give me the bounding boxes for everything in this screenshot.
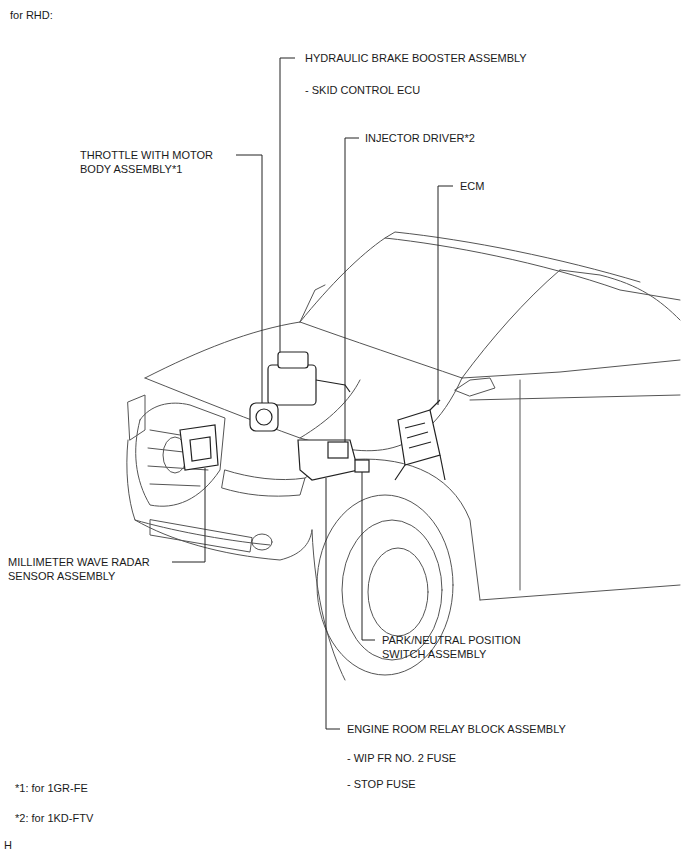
- component-drawings: [180, 352, 445, 480]
- leader-line: [172, 468, 205, 562]
- leader-line: [236, 155, 262, 403]
- booster-reservoir: [278, 352, 308, 368]
- ecm-harness: [395, 400, 445, 480]
- part-name: MILLIMETER WAVE RADAR SENSOR ASSEMBLY: [8, 555, 170, 583]
- part-name: ENGINE ROOM RELAY BLOCK ASSEMBLY: [347, 722, 566, 736]
- part-name: ECM: [460, 179, 484, 193]
- leader-line: [438, 186, 453, 405]
- car-outline: [127, 232, 680, 680]
- injector-driver: [328, 442, 348, 458]
- part-name: THROTTLE WITH MOTOR BODY ASSEMBLY*1: [80, 148, 230, 176]
- brake-booster: [268, 365, 316, 405]
- park-neutral-switch: [355, 460, 369, 472]
- radar-sensor: [180, 425, 218, 470]
- part-name: INJECTOR DRIVER*2: [365, 131, 475, 145]
- part-name: HYDRAULIC BRAKE BOOSTER ASSEMBLY: [305, 51, 527, 65]
- relay-block: [298, 440, 358, 480]
- throttle-body: [250, 403, 278, 431]
- ecm-connectors: [405, 423, 431, 448]
- figure-code: H: [4, 838, 12, 852]
- sub-part-name: - SKID CONTROL ECU: [305, 83, 420, 97]
- leader-lines: [172, 58, 453, 729]
- leader-line: [326, 478, 340, 729]
- view-title: for RHD:: [10, 8, 53, 22]
- leader-line: [280, 58, 295, 352]
- leader-line: [345, 138, 359, 442]
- part-name: PARK/NEUTRAL POSITION SWITCH ASSEMBLY: [382, 633, 544, 661]
- leader-line: [362, 472, 375, 640]
- throttle-bore: [256, 409, 272, 425]
- footnote: *1: for 1GR-FE: [15, 781, 88, 795]
- sub-part-name: - WIP FR NO. 2 FUSE: [347, 751, 456, 765]
- ecm-body: [398, 410, 440, 465]
- footnote: *2: for 1KD-FTV: [15, 811, 93, 825]
- radar-face: [190, 437, 211, 461]
- sub-part-name: - STOP FUSE: [347, 777, 416, 791]
